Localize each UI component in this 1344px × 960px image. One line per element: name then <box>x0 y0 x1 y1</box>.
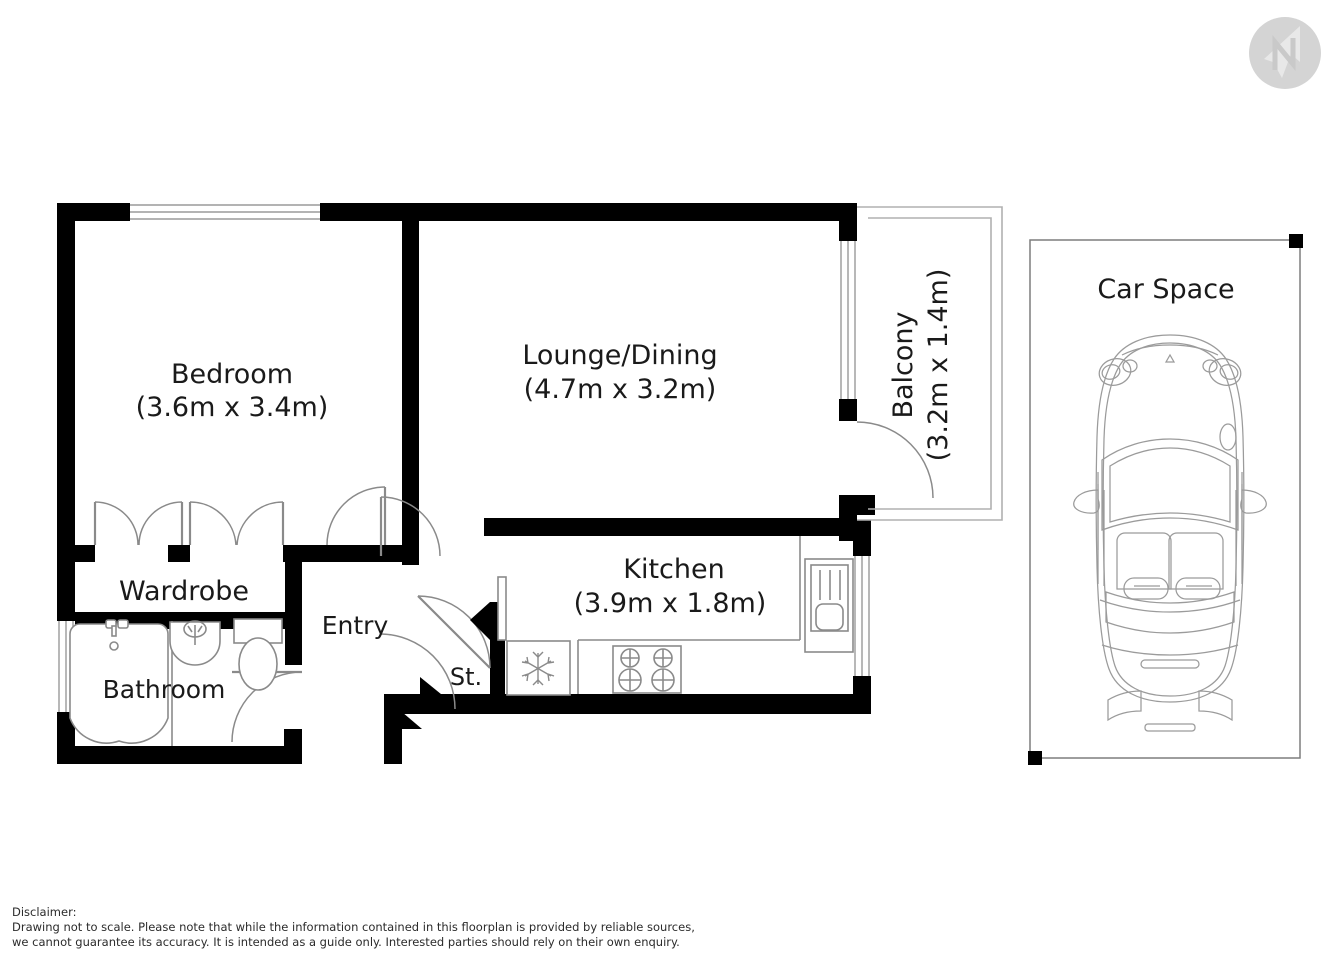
brand-logo <box>1248 16 1322 90</box>
north-arrow-logo-icon <box>1249 17 1321 89</box>
label-balcony-dims: (3.2m x 1.4m) <box>923 269 954 462</box>
refrigerator-icon <box>506 640 571 696</box>
label-bathroom-name: Bathroom <box>103 675 226 704</box>
snowflake-icon <box>521 651 555 686</box>
disclaimer-line-1: Drawing not to scale. Please note that w… <box>12 920 695 934</box>
cooktop-icon <box>612 645 682 694</box>
kitchen-fixtures <box>497 536 854 696</box>
apartment-walls <box>57 203 875 764</box>
label-kitchen-dims: (3.9m x 1.8m) <box>574 588 767 619</box>
windows <box>57 203 871 712</box>
disclaimer-block: Disclaimer: Drawing not to scale. Please… <box>12 905 712 950</box>
disclaimer-line-2: we cannot guarantee its accuracy. It is … <box>12 935 680 949</box>
door-entry-hall <box>379 496 441 557</box>
toilet-icon <box>233 618 283 691</box>
door-wardrobe-left <box>93 501 184 546</box>
car-space <box>1028 234 1303 765</box>
door-bedroom <box>326 486 387 546</box>
wash-basin-icon <box>169 620 221 666</box>
door-wardrobe-right <box>188 501 285 546</box>
window-kitchen-east <box>853 556 871 676</box>
car-icon <box>1073 334 1267 732</box>
label-bedroom-name: Bedroom <box>171 359 293 390</box>
room-labels: Bedroom (3.6m x 3.4m) Lounge/Dining (4.7… <box>103 269 1235 704</box>
label-entry-name: Entry <box>322 611 389 640</box>
door-jambs <box>384 602 490 729</box>
label-balcony-name: Balcony <box>888 311 919 418</box>
door-store <box>379 633 456 710</box>
disclaimer-heading: Disclaimer: <box>12 905 77 919</box>
label-lounge-dims: (4.7m x 3.2m) <box>524 374 717 405</box>
window-bedroom-north <box>130 203 320 221</box>
door-entry-front <box>417 595 491 669</box>
label-carspace-name: Car Space <box>1097 274 1234 305</box>
label-lounge-name: Lounge/Dining <box>522 340 717 371</box>
sink-icon <box>804 558 854 653</box>
bathroom-fixtures <box>69 618 283 746</box>
label-wardrobe-name: Wardrobe <box>119 576 249 607</box>
label-store-name: St. <box>450 663 482 691</box>
window-lounge-balcony-slider <box>839 241 857 399</box>
balcony-outline <box>857 206 1003 521</box>
bathtub-icon <box>69 619 169 744</box>
door-balcony <box>856 421 934 499</box>
label-kitchen-name: Kitchen <box>623 554 724 585</box>
label-bedroom-dims: (3.6m x 3.4m) <box>136 392 329 423</box>
